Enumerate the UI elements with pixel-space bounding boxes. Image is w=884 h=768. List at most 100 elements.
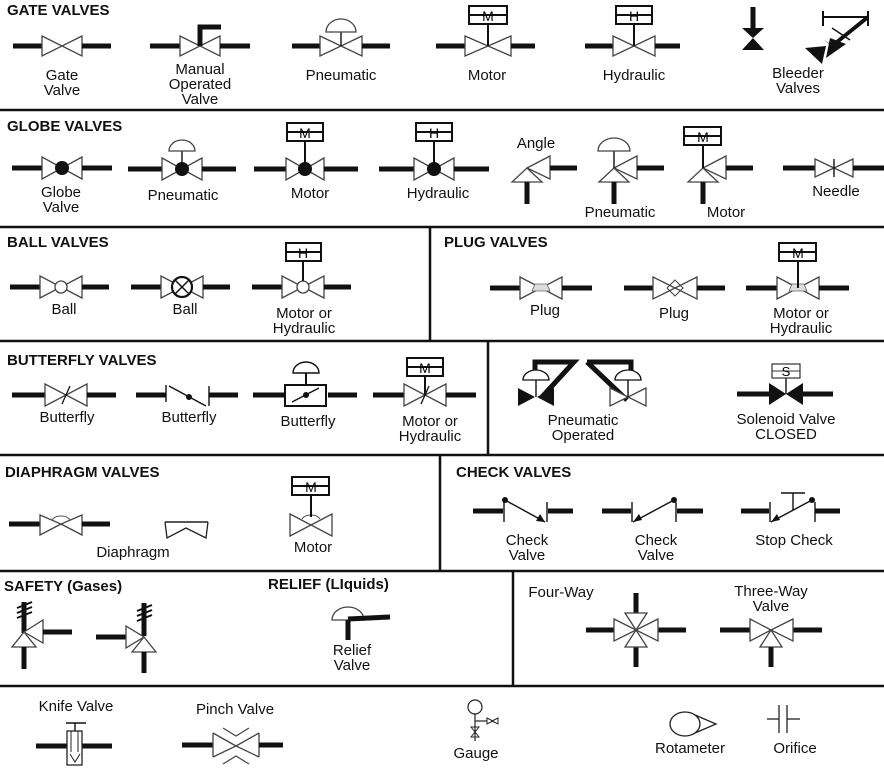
symbol-label: Solenoid Valve xyxy=(737,411,836,428)
pneumatic-gate-valve-icon xyxy=(292,18,390,58)
motor-hydraulic-plug-valve-icon: M xyxy=(746,242,849,301)
symbol-label: Valve xyxy=(182,91,218,108)
symbol-label: Valve xyxy=(43,199,79,216)
section-title-diaphragm: DIAPHRAGM VALVES xyxy=(5,464,159,481)
symbol-label: Valve xyxy=(753,598,789,615)
symbol-label: Motor xyxy=(294,539,332,556)
motor-hydraulic-butterfly-valve-icon: M xyxy=(373,357,476,408)
butterfly-valve-icon xyxy=(12,382,116,408)
symbol-label: Hydraulic xyxy=(603,67,666,84)
ball-valve-alt-icon xyxy=(131,274,230,300)
symbol-label: Butterfly xyxy=(280,413,336,430)
butterfly-valve-alt-icon xyxy=(136,385,238,407)
symbol-label: Motor xyxy=(468,67,506,84)
motor-angle-valve-icon: M xyxy=(683,126,753,204)
symbol-label: Pneumatic xyxy=(306,67,377,84)
motor-gate-valve-icon: M xyxy=(436,5,535,57)
actuator-letter-m: M xyxy=(792,245,804,261)
hydraulic-globe-valve-icon: H xyxy=(379,122,489,182)
symbol-label: Hydraulic xyxy=(770,320,833,337)
section-title-check: CHECK VALVES xyxy=(456,464,571,481)
symbol-label: Check xyxy=(506,532,549,549)
symbol-label: Orifice xyxy=(773,740,816,757)
actuator-letter-m: M xyxy=(299,125,311,141)
knife-valve-icon xyxy=(36,722,112,766)
symbol-label: Three-Way xyxy=(734,583,808,600)
symbol-label: Motor or xyxy=(276,305,332,322)
symbol-label: Diaphragm xyxy=(96,544,169,561)
actuator-letter-m: M xyxy=(305,479,317,495)
section-title-butterfly: BUTTERFLY VALVES xyxy=(7,352,156,369)
symbol-label: CLOSED xyxy=(755,426,817,443)
symbol-label: Ball xyxy=(51,301,76,318)
gauge-icon xyxy=(467,699,499,741)
symbol-label: Gauge xyxy=(453,745,498,762)
check-valve-alt-icon xyxy=(602,497,703,523)
symbol-label: Plug xyxy=(530,302,560,319)
globe-valve-icon xyxy=(12,155,112,181)
section-title-globe: GLOBE VALVES xyxy=(7,118,122,135)
section-dividers xyxy=(0,108,884,688)
needle-valve-icon xyxy=(783,157,884,179)
gate-valve-icon xyxy=(13,34,111,58)
symbol-label: Motor or xyxy=(773,305,829,322)
pneumatic-operated-valve-icon xyxy=(518,359,647,408)
symbol-label: Pneumatic xyxy=(148,187,219,204)
actuator-letter-m: M xyxy=(482,8,494,24)
section-title-safety: SAFETY (Gases) xyxy=(4,578,122,595)
symbol-label: Operated xyxy=(169,76,232,93)
angle-valve-icon xyxy=(510,154,577,204)
symbol-label: Needle xyxy=(812,183,860,200)
bleeder-valves-icon xyxy=(742,7,870,64)
symbol-label: Stop Check xyxy=(755,532,833,549)
symbol-label: Valve xyxy=(334,657,370,674)
actuator-letter-h: H xyxy=(629,8,639,24)
symbol-label: Motor xyxy=(291,185,329,202)
symbol-label: Butterfly xyxy=(161,409,217,426)
check-valve-icon xyxy=(473,497,573,523)
plug-valve-icon xyxy=(490,275,592,301)
symbol-label: Manual xyxy=(175,61,224,78)
pneumatic-butterfly-valve-icon xyxy=(253,361,357,407)
symbol-label: Butterfly xyxy=(39,409,95,426)
hydraulic-gate-valve-icon: H xyxy=(585,5,680,58)
motor-hydraulic-ball-valve-icon: H xyxy=(252,242,351,300)
symbol-label: Pinch Valve xyxy=(196,701,274,718)
symbol-label: Motor or xyxy=(402,413,458,430)
pneumatic-angle-valve-icon xyxy=(597,137,664,204)
symbol-label: Check xyxy=(635,532,678,549)
symbol-label: Angle xyxy=(517,135,555,152)
safety-valve-alt-icon xyxy=(96,603,158,673)
ball-valve-icon xyxy=(10,274,109,300)
symbol-label: Pneumatic xyxy=(585,204,656,221)
symbol-label: Knife Valve xyxy=(39,698,114,715)
symbol-label: Bleeder xyxy=(772,65,824,82)
symbol-label: Hydraulic xyxy=(399,428,462,445)
symbol-label: Pneumatic xyxy=(548,412,619,429)
motor-globe-valve-icon: M xyxy=(254,122,358,182)
actuator-letter-h: H xyxy=(429,125,439,141)
symbol-label: Valves xyxy=(776,80,820,97)
symbol-label: Plug xyxy=(659,305,689,322)
symbol-label: Hydraulic xyxy=(273,320,336,337)
three-way-valve-icon xyxy=(720,617,822,667)
motor-diaphragm-valve-icon: M xyxy=(289,476,333,538)
diaphragm-valve-icon xyxy=(9,514,110,537)
pinch-valve-icon xyxy=(182,727,283,765)
actuator-letter-h: H xyxy=(298,245,308,261)
stop-check-valve-icon xyxy=(741,492,840,523)
diaphragm-element-icon xyxy=(164,521,209,540)
rotameter-icon xyxy=(669,711,718,737)
symbol-label: Ball xyxy=(172,301,197,318)
safety-valve-icon xyxy=(10,601,72,669)
actuator-letter-m: M xyxy=(419,360,431,376)
orifice-icon xyxy=(767,705,800,733)
symbol-label: Operated xyxy=(552,427,615,444)
symbol-label: Relief xyxy=(333,642,372,659)
actuator-letter-m: M xyxy=(697,129,709,145)
pneumatic-globe-valve-icon xyxy=(128,139,236,182)
plug-valve-alt-icon xyxy=(624,275,725,301)
relief-valve-icon xyxy=(331,606,391,640)
